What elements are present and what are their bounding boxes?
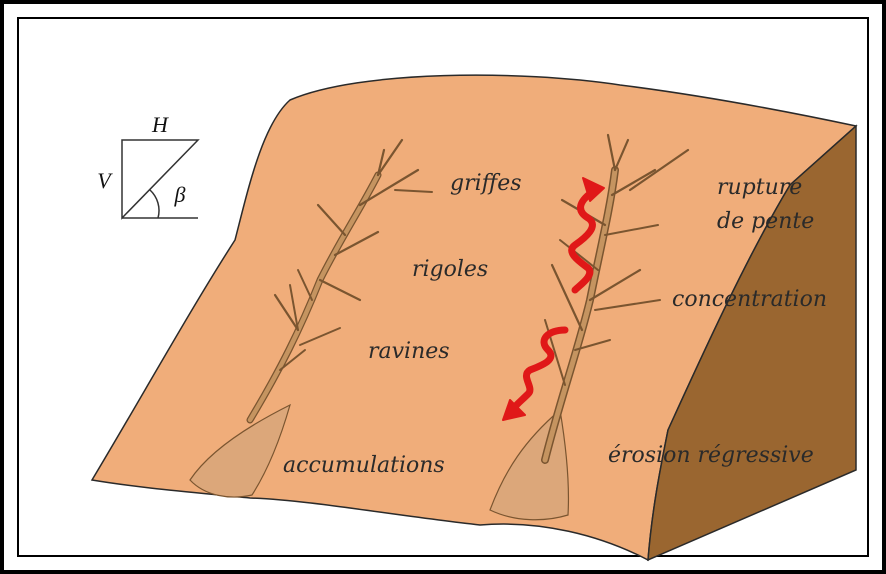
label-rigoles: rigoles — [412, 257, 488, 282]
label-concentration: concentration — [672, 287, 827, 312]
label-erosion-regressive: érosion régressive — [608, 443, 814, 468]
slope-key-h: H — [151, 112, 169, 137]
label-griffes: griffes — [450, 171, 522, 196]
label-ravines: ravines — [368, 339, 450, 364]
label-accumulations: accumulations — [283, 453, 445, 478]
slope-key-beta: β — [174, 182, 186, 207]
label-de-pente: de pente — [717, 209, 814, 234]
label-rupture: rupture — [717, 175, 802, 200]
